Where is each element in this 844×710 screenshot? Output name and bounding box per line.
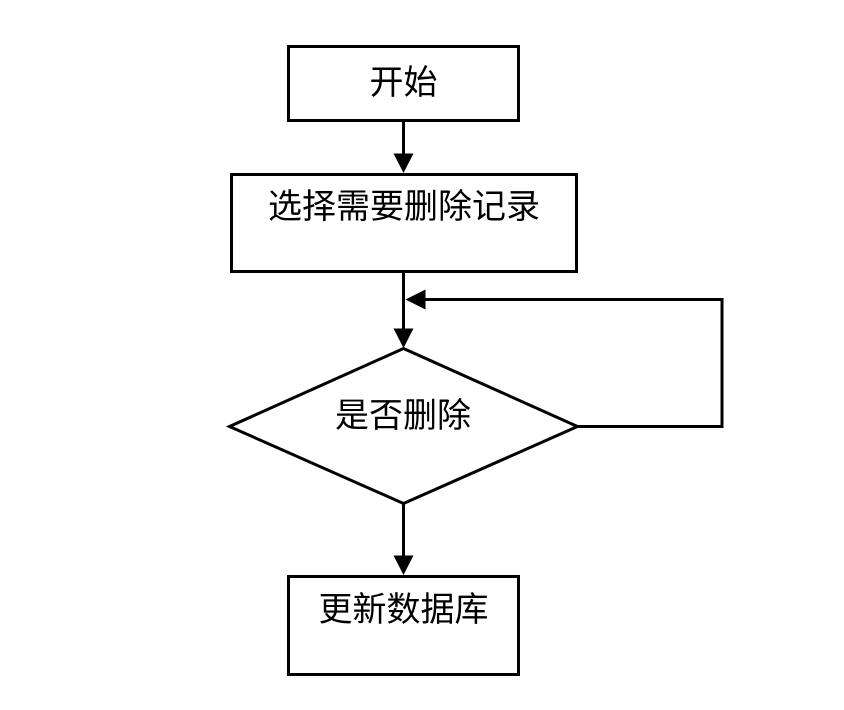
- node-select-records: 选择需要删除记录: [230, 173, 578, 273]
- node-select-records-label: 选择需要删除记录: [268, 189, 540, 226]
- node-start: 开始: [287, 45, 520, 122]
- edge-start-to-select: [393, 121, 414, 173]
- edge-confirm-to-update: [393, 502, 414, 575]
- node-start-label: 开始: [369, 64, 438, 102]
- node-confirm-delete-label: 是否删除: [335, 398, 471, 435]
- node-update-database-label: 更新数据库: [318, 592, 489, 629]
- edge-confirm-loop-back: [405, 289, 724, 428]
- node-update-database: 更新数据库: [287, 575, 520, 676]
- edge-select-to-confirm: [393, 272, 414, 348]
